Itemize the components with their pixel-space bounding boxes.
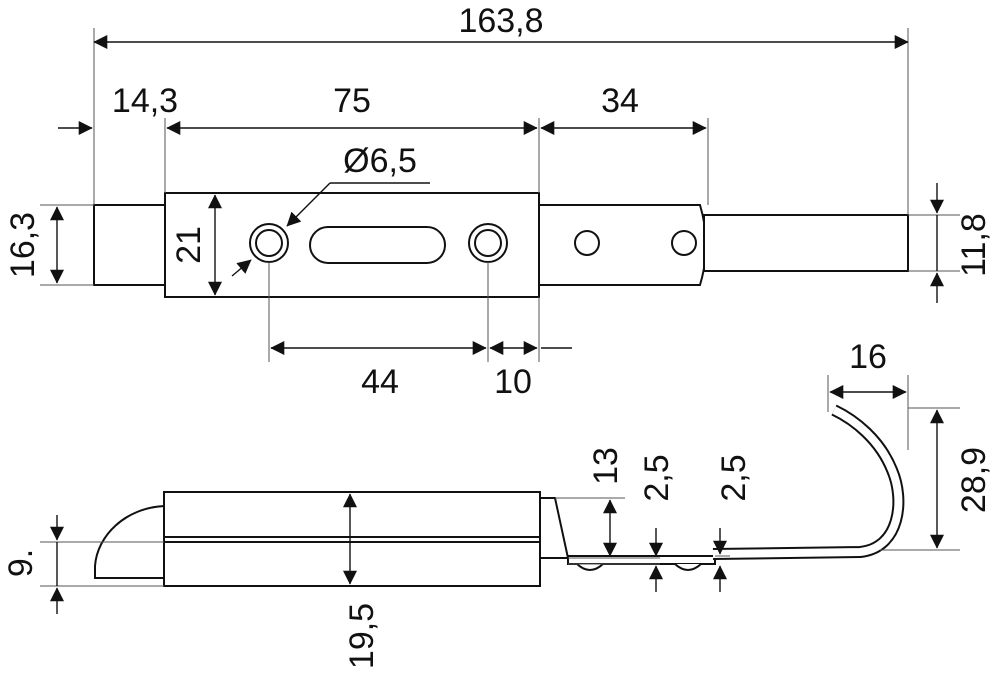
dim-edge-to-hole: 10	[494, 363, 532, 401]
dim-hook-width: 16	[849, 338, 887, 376]
dim-tail-height: 11,8	[955, 213, 993, 277]
dim-left-height: 16,3	[4, 212, 42, 278]
side-lower-body	[163, 541, 541, 587]
dim-overall-length: 163,8	[458, 2, 543, 40]
dim-plate-length: 75	[333, 82, 371, 120]
dim-hole-diameter: Ø6,5	[343, 142, 417, 180]
dim-hook-height: 28,9	[955, 447, 993, 513]
dim-body-height: 19,5	[343, 603, 381, 669]
dim-thickness-b: 2,5	[715, 454, 753, 501]
dim-side-left-height: 9.	[2, 549, 40, 577]
slot	[309, 226, 446, 264]
side-upper-body	[163, 491, 541, 538]
top-view: 163,8 14,3 75 34 Ø6,5 16,3 21 11,8 44 10	[4, 2, 993, 401]
side-bolt-notch	[539, 497, 570, 559]
bolt-hole-1	[574, 230, 600, 256]
side-bolt-tail	[567, 555, 716, 565]
dim-thickness-a: 2,5	[638, 454, 676, 501]
bolt-hole-2	[671, 230, 697, 256]
dim-height-13: 13	[587, 447, 625, 485]
dim-tail-length: 34	[601, 82, 639, 120]
bolt-left-end	[93, 204, 167, 286]
dim-left-offset: 14,3	[112, 82, 178, 120]
mounting-hole-left-inner	[255, 229, 283, 257]
dim-hole-spacing: 44	[361, 363, 399, 401]
mounting-hole-right-inner	[474, 229, 502, 257]
dim-plate-height: 21	[170, 226, 208, 264]
bolt-tip	[703, 214, 909, 272]
side-view: 9. 19,5 13 2,5 2,5 16 28,9	[2, 338, 993, 669]
